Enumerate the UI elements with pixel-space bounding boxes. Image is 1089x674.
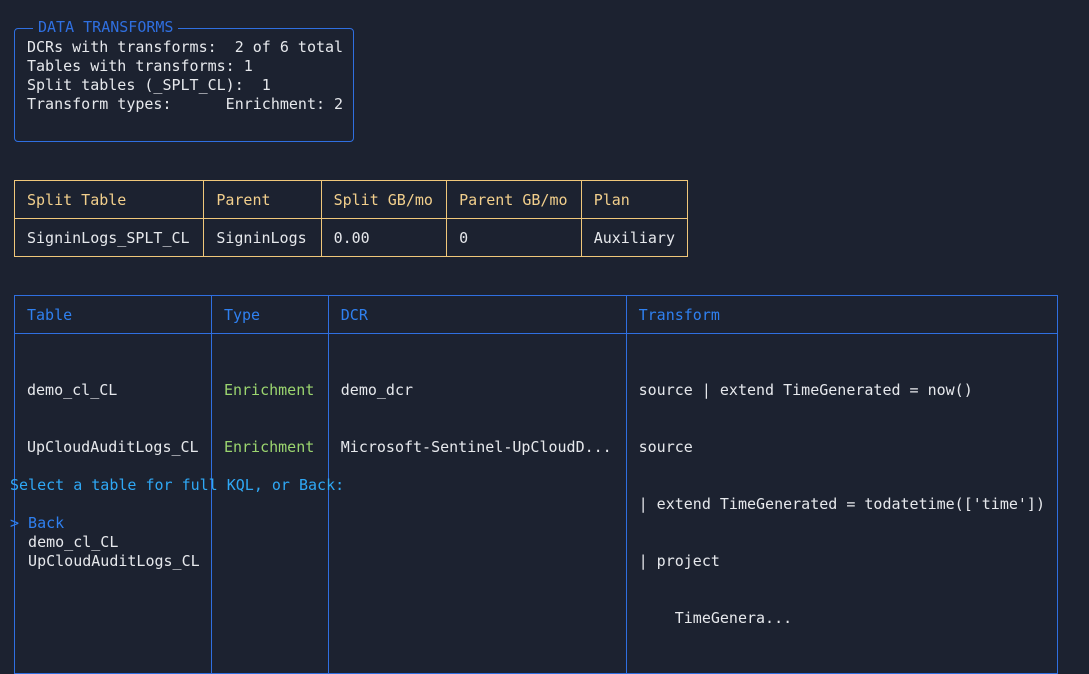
summary-tables-line: Tables with transforms: 1 [27, 57, 253, 75]
menu-item-back[interactable]: > Back [10, 514, 65, 532]
col-transform: Transform [625, 295, 1059, 334]
col-split-table: Split Table [13, 180, 205, 219]
col-type: Type [210, 295, 329, 334]
col-plan: Plan [580, 180, 689, 219]
menu-item-upcloud-audit-logs[interactable]: UpCloudAuditLogs_CL [10, 552, 200, 570]
col-split-gb: Split GB/mo [320, 180, 448, 219]
summary-dcrs-line: DCRs with transforms: 2 of 6 total [27, 38, 344, 56]
cell-transform: source | extend TimeGenerated = now() so… [625, 333, 1059, 674]
col-table: Table [14, 295, 212, 334]
transform-type: Enrichment [223, 381, 315, 399]
cell-parent-gb: 0 [446, 218, 582, 257]
transform-line: TimeGenera... [638, 609, 793, 627]
table-name: demo_cl_CL [27, 381, 118, 399]
transform-line: source | extend TimeGenerated = now() [638, 381, 973, 399]
cell-parent: SigninLogs [203, 218, 322, 257]
transform-line: source [638, 438, 693, 456]
dcr-name: Microsoft-Sentinel-UpCloudD... [340, 438, 612, 456]
panel-title: DATA TRANSFORMS [33, 18, 179, 37]
selection-prompt: Select a table for full KQL, or Back: [10, 476, 345, 494]
col-parent-gb: Parent GB/mo [446, 180, 582, 219]
cell-plan: Auxiliary [580, 218, 689, 257]
col-dcr: DCR [327, 295, 627, 334]
data-transforms-panel: DATA TRANSFORMS DCRs with transforms: 2 … [14, 18, 354, 142]
transform-line: | extend TimeGenerated = todatetime(['ti… [638, 495, 1045, 513]
col-parent: Parent [203, 180, 322, 219]
cell-tables: demo_cl_CL UpCloudAuditLogs_CL [14, 333, 212, 674]
transform-type: Enrichment [223, 438, 315, 456]
split-table-header-row: Split Table Parent Split GB/mo Parent GB… [13, 180, 689, 219]
cell-split-table: SigninLogs_SPLT_CL [13, 218, 205, 257]
cell-types: Enrichment Enrichment [210, 333, 329, 674]
cell-split-gb: 0.00 [320, 218, 448, 257]
table-name: UpCloudAuditLogs_CL [27, 438, 199, 456]
dcr-name: demo_dcr [340, 381, 414, 399]
summary-split-line: Split tables (_SPLT_CL): 1 [27, 76, 271, 94]
transform-table-header-row: Table Type DCR Transform [14, 295, 1059, 334]
cell-dcrs: demo_dcr Microsoft-Sentinel-UpCloudD... [327, 333, 627, 674]
table-row: SigninLogs_SPLT_CL SigninLogs 0.00 0 Aux… [13, 218, 689, 257]
split-table: Split Table Parent Split GB/mo Parent GB… [13, 180, 689, 257]
table-row: demo_cl_CL UpCloudAuditLogs_CL Enrichmen… [14, 333, 1059, 674]
transform-line: | project [638, 552, 720, 570]
summary-types-line: Transform types: Enrichment: 2 [27, 95, 344, 113]
menu-item-demo-cl[interactable]: demo_cl_CL [10, 533, 119, 551]
